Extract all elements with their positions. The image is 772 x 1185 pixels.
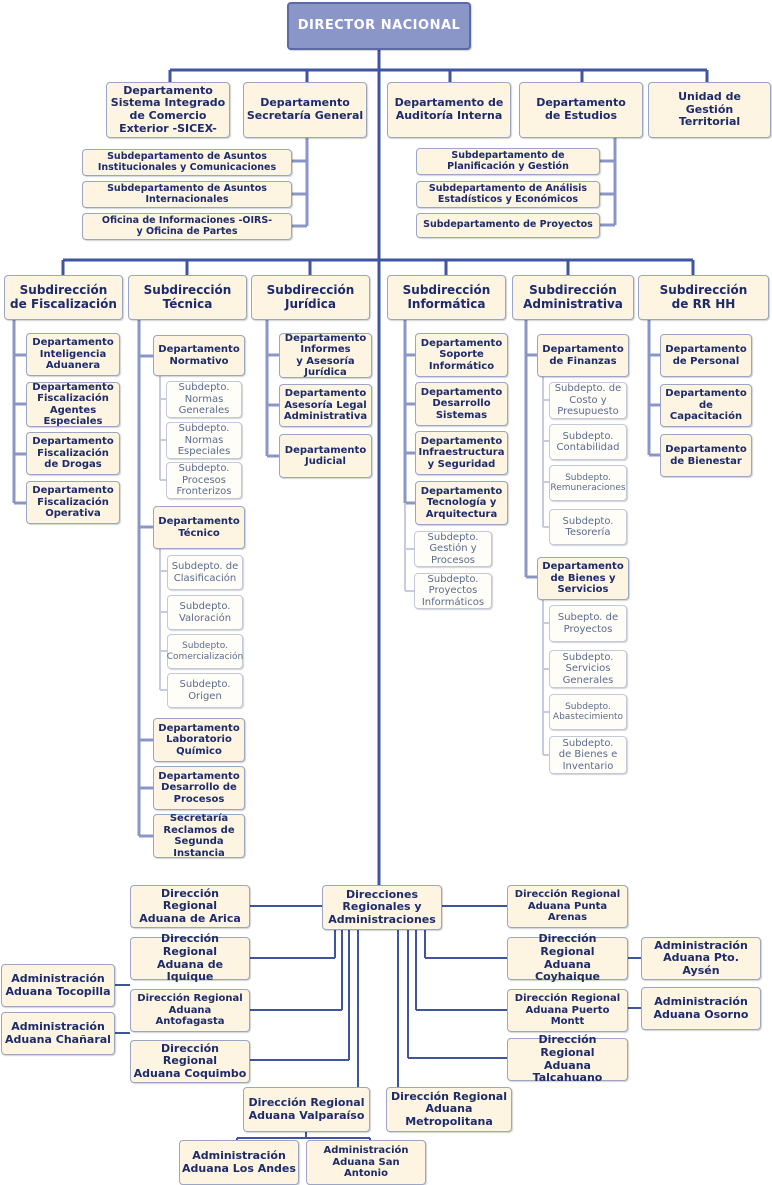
dr-talcahuano-box: Dirección Regional Aduana Talcahuano: [507, 1033, 628, 1084]
dept-desarrollo-sistemas-box: Departamento Desarrollo Sistemas: [415, 382, 508, 426]
secretaria-reclamos-box: Secretaría Reclamos de Segunda Instancia: [153, 813, 245, 859]
dept-soporte-informatico-box: Departamento Soporte Informático: [415, 333, 508, 377]
dept-infraestructura-box: Departamento Infraestructura y Seguridad: [415, 431, 508, 475]
subdept-costo-presupuesto-box: Subdepto. de Costo y Presupuesto: [549, 382, 627, 419]
subdept-planificacion-box: Subdepartamento de Planificación y Gesti…: [416, 148, 600, 175]
subdept-contabilidad-box: Subdepto. Contabilidad: [549, 424, 627, 460]
subdept-remuneraciones-box: Subdepto. Remuneraciones: [549, 465, 627, 501]
subdept-bienes-inventario-box: Subdepto. de Bienes e Inventario: [549, 736, 627, 774]
subdept-asuntos-internacionales-box: Subdepartamento de Asuntos Internacional…: [82, 181, 292, 208]
dept-asesoria-legal-box: Departamento Asesoría Legal Administrati…: [279, 384, 372, 427]
subdireccion-juridica-box: Subdirección Jurídica: [251, 275, 370, 320]
dept-bienes-servicios-box: Departamento de Bienes y Servicios: [537, 557, 629, 600]
subdept-servicios-generales-box: Subdepto. Servicios Generales: [549, 650, 627, 688]
dept-fiscalizacion-drogas-box: Departamento Fiscalización de Drogas: [26, 432, 120, 475]
dept-tecnico-box: Departamento Técnico: [153, 506, 245, 549]
unidad-gestion-territorial-box: Unidad de Gestión Territorial: [648, 82, 771, 138]
subdept-comercializacion-box: Subdepto. Comercialización: [167, 634, 243, 669]
direcciones-regionales-box: Direcciones Regionales y Administracione…: [322, 885, 442, 930]
dept-finanzas-box: Departamento de Finanzas: [537, 334, 629, 377]
dr-iquique-box: Dirección Regional Aduana de Iquique: [130, 932, 250, 983]
admin-los-andes-box: Administración Aduana Los Andes: [179, 1140, 299, 1185]
subdept-tesoreria-box: Subdepto. Tesorería: [549, 509, 627, 545]
dept-bienestar-box: Departamento de Bienestar: [660, 434, 752, 477]
subdireccion-fiscalizacion-box: Subdirección de Fiscalización: [4, 275, 123, 320]
dept-desarrollo-procesos-box: Departamento Desarrollo de Procesos: [153, 766, 245, 810]
subdept-abastecimiento-box: Subdepto. Abastecimiento: [549, 694, 627, 730]
director-nacional-box: DIRECTOR NACIONAL: [287, 2, 471, 50]
dept-normativo-box: Departamento Normativo: [153, 335, 245, 376]
dept-secretaria-general-box: Departamento Secretaría General: [243, 82, 367, 138]
subdept-gestion-procesos-box: Subdepto. Gestión y Procesos: [414, 531, 492, 567]
admin-tocopilla-box: Administración Aduana Tocopilla: [1, 964, 115, 1007]
dr-coquimbo-box: Dirección Regional Aduana Coquimbo: [130, 1040, 250, 1083]
dr-antofagasta-box: Dirección Regional Aduana Antofagasta: [130, 989, 250, 1032]
subdireccion-informatica-box: Subdirección Informática: [387, 275, 506, 320]
subdireccion-rrhh-box: Subdirección de RR HH: [638, 275, 769, 320]
dept-judicial-box: Departamento Judicial: [279, 434, 372, 478]
dept-inteligencia-aduanera-box: Departamento Inteligencia Aduanera: [26, 333, 120, 376]
dr-valparaiso-box: Dirección Regional Aduana Valparaíso: [243, 1087, 370, 1132]
subdireccion-tecnica-box: Subdirección Técnica: [128, 275, 247, 320]
dept-estudios-box: Departamento de Estudios: [519, 82, 643, 138]
oficina-oirs-box: Oficina de Informaciones -OIRS- y Oficin…: [82, 213, 292, 240]
admin-pto-aysen-box: Administración Aduana Pto. Aysén: [641, 937, 761, 980]
dr-punta-arenas-box: Dirección Regional Aduana Punta Arenas: [507, 885, 628, 928]
subdept-analisis-box: Subdepartamento de Análisis Estadísticos…: [416, 181, 600, 208]
subdept-origen-box: Subdepto. Origen: [167, 673, 243, 708]
subdept-normas-especiales-box: Subdepto. Normas Especiales: [166, 422, 242, 459]
dept-informes-asesoria-box: Departamento Informes y Asesoría Jurídic…: [279, 333, 372, 378]
subdept-clasificacion-box: Subdepto. de Clasificación: [167, 555, 243, 590]
dept-auditoria-interna-box: Departamento de Auditoría Interna: [387, 82, 511, 138]
dr-puerto-montt-box: Dirección Regional Aduana Puerto Montt: [507, 989, 628, 1032]
dept-tecnologia-box: Departamento Tecnología y Arquitectura: [415, 481, 508, 525]
dr-coyhaique-box: Dirección Regional Aduana Coyhaique: [507, 932, 628, 983]
dept-personal-box: Departamento de Personal: [660, 334, 752, 377]
subdept-proyectos-adm-box: Subepto. de Proyectos: [549, 605, 627, 642]
dr-arica-box: Dirección Regional Aduana de Arica: [130, 885, 250, 928]
dept-fiscalizacion-agentes-box: Departamento Fiscalización Agentes Espec…: [26, 382, 120, 427]
admin-chanaral-box: Administración Aduana Chañaral: [1, 1012, 115, 1055]
subdept-asuntos-institucionales-box: Subdepartamento de Asuntos Institucional…: [82, 149, 292, 176]
dept-laboratorio-quimico-box: Departamento Laboratorio Químico: [153, 718, 245, 762]
subdept-proyectos-box: Subdepartamento de Proyectos: [416, 213, 600, 238]
subdept-valoracion-box: Subdepto. Valoración: [167, 595, 243, 630]
admin-osorno-box: Administración Aduana Osorno: [641, 987, 761, 1030]
admin-san-antonio-box: Administración Aduana San Antonio: [306, 1140, 426, 1185]
dept-fiscalizacion-operativa-box: Departamento Fiscalización Operativa: [26, 481, 120, 524]
dept-capacitacion-box: Departamento de Capacitación: [660, 384, 752, 427]
dr-metropolitana-box: Dirección Regional Aduana Metropolitana: [386, 1087, 512, 1132]
dept-sicex-box: Departamento Sistema Integrado de Comerc…: [106, 82, 230, 138]
subdept-procesos-fronterizos-box: Subdepto. Procesos Fronterizos: [166, 462, 242, 499]
subdept-normas-generales-box: Subdepto. Normas Generales: [166, 381, 242, 418]
subdireccion-administrativa-box: Subdirección Administrativa: [512, 275, 634, 320]
subdept-proyectos-informaticos-box: Subdepto. Proyectos Informáticos: [414, 573, 492, 609]
